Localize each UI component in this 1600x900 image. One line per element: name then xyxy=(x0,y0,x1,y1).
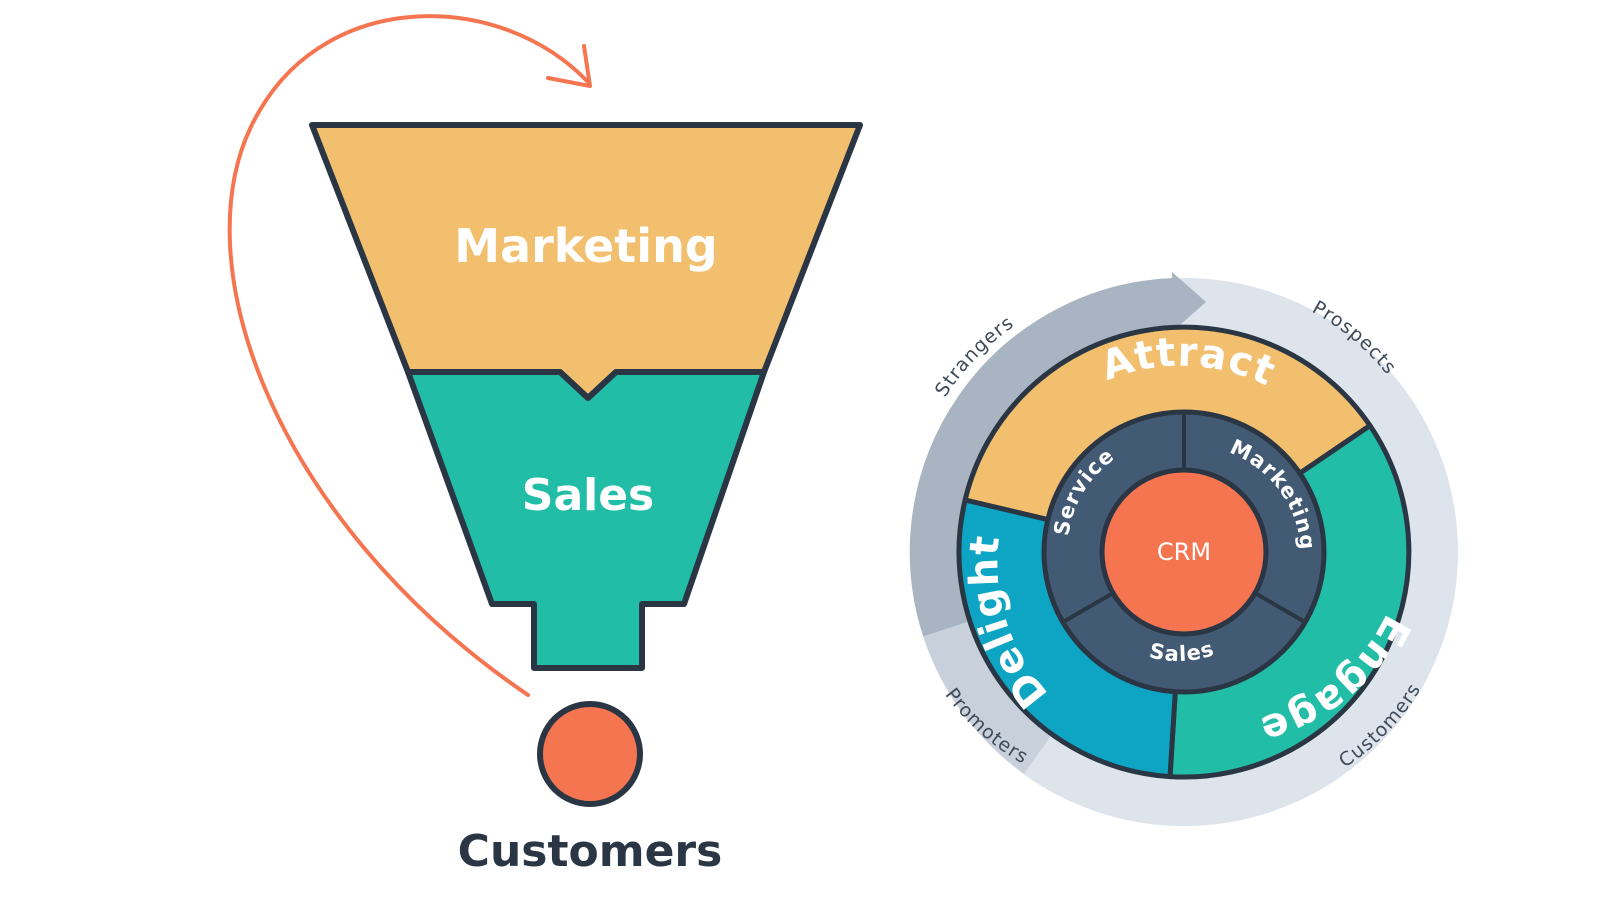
arrow-head-icon xyxy=(546,44,592,88)
outer-ring-mid-arc xyxy=(923,621,1053,774)
outer-ring-arrow-tip xyxy=(1172,272,1206,332)
crm-center xyxy=(1099,467,1269,637)
sales-funnel: Marketing Sales Customers xyxy=(227,14,863,877)
funnel-marketing-label: Marketing xyxy=(454,219,718,273)
funnel-customers-label: Customers xyxy=(458,826,723,877)
crm-label: CRM xyxy=(1157,538,1211,566)
customer-loop-arrow xyxy=(227,14,590,697)
flywheel-diagram: CRM Attract Engage Delight Service Marke… xyxy=(909,272,1458,826)
customer-dot xyxy=(537,701,643,807)
funnel-sales-label: Sales xyxy=(522,470,655,521)
outer-ring-dark-arc xyxy=(909,278,1176,637)
funnel-sales-section xyxy=(405,369,767,671)
